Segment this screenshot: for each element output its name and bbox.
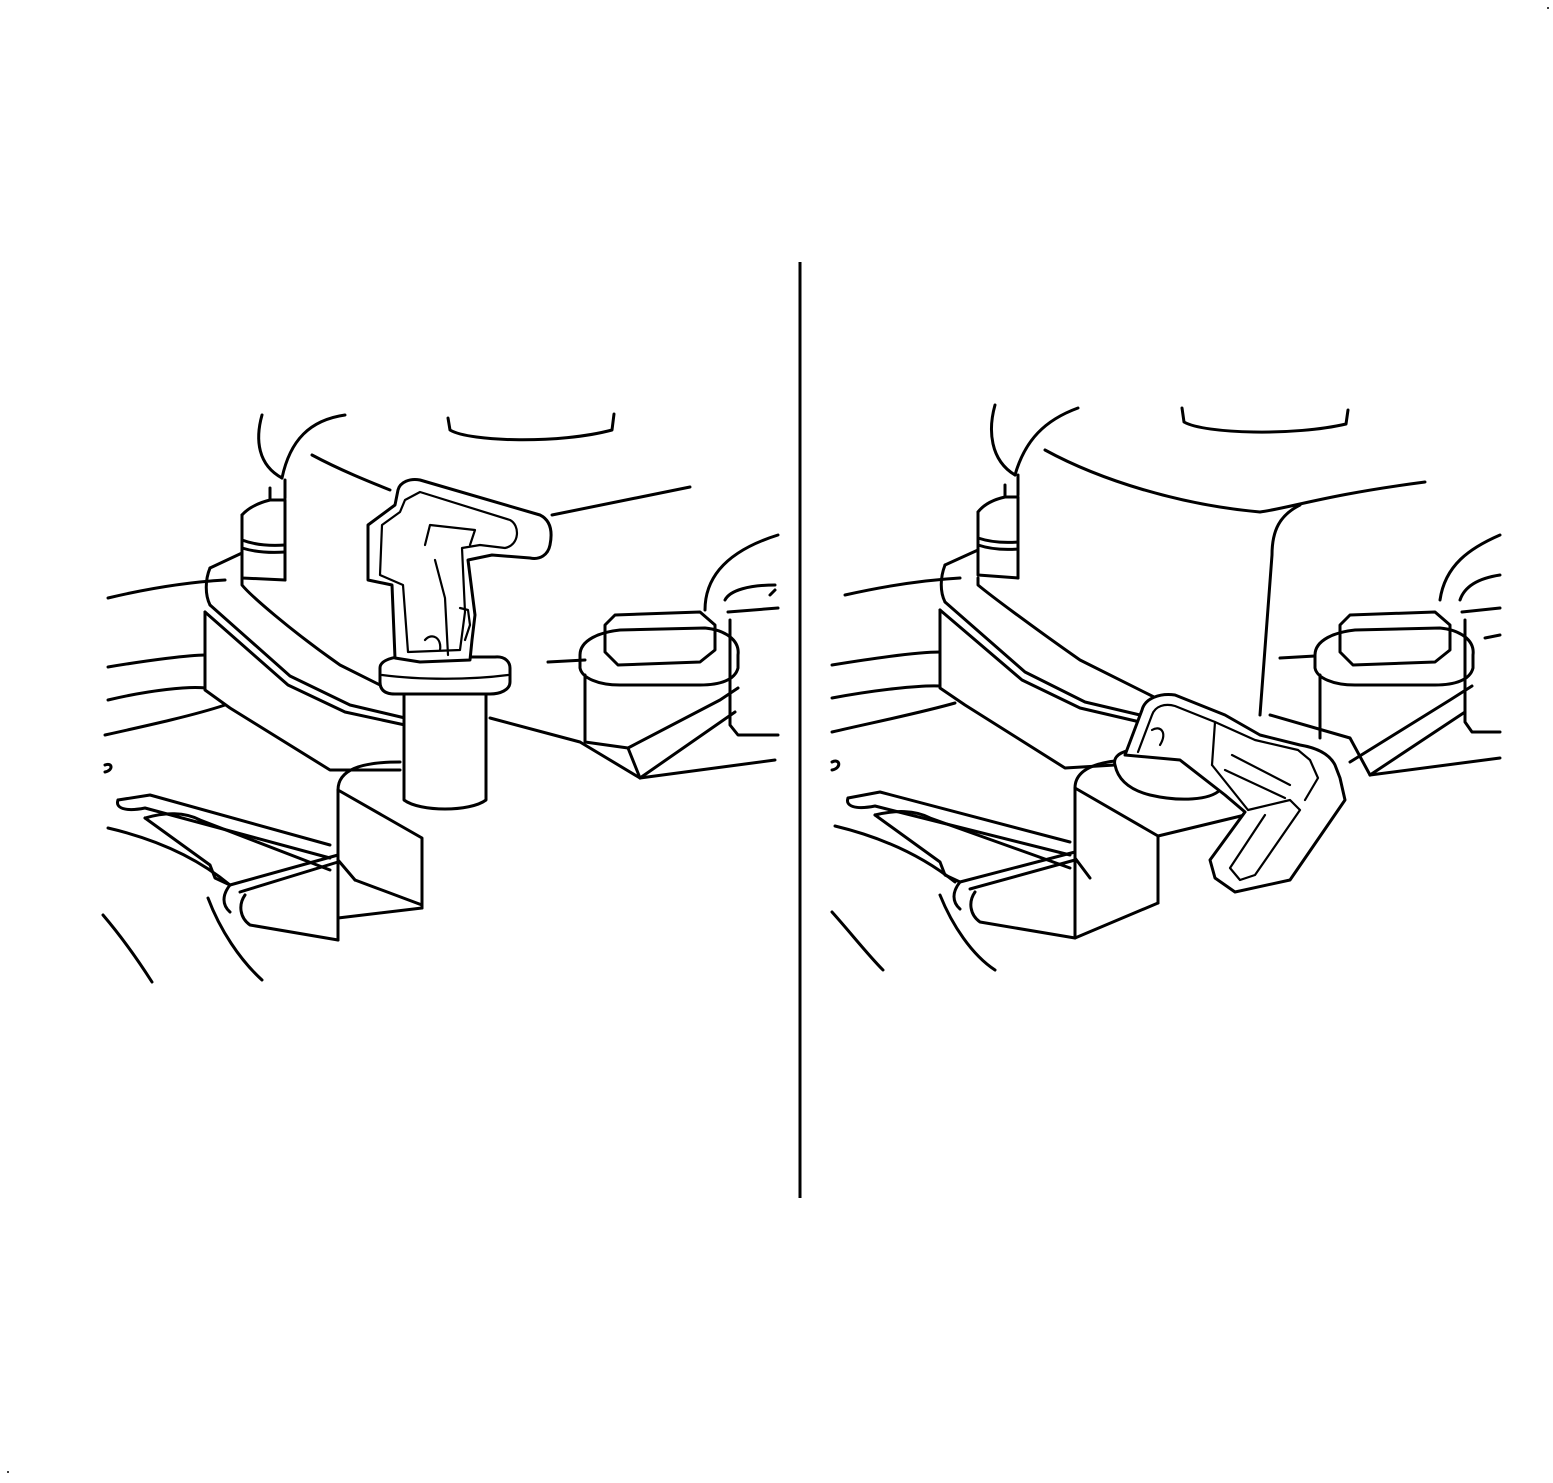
flange-body-left [203, 551, 407, 772]
housing-cap-right [990, 403, 1502, 717]
left-panel-clip-raised [101, 412, 780, 984]
flange-body-right [938, 548, 1162, 770]
right-panel-clip-lowered [830, 403, 1502, 972]
lower-slot-right [830, 790, 1077, 972]
base-plate-left [103, 578, 227, 774]
lower-slot-left [101, 793, 340, 984]
side-post-left [703, 533, 780, 737]
retaining-clip-right [1123, 693, 1347, 894]
hex-bolt-right [1268, 610, 1502, 777]
sensor-shaft-left [378, 655, 512, 811]
corner-speck-top [1547, 7, 1549, 9]
retaining-clip-left [366, 478, 553, 664]
corner-speck-bottom [7, 1471, 9, 1473]
housing-cap-left [257, 412, 692, 517]
hex-bolt-left [488, 610, 777, 780]
base-plate-right [830, 576, 962, 772]
post-right [976, 473, 1020, 580]
mount-block-left [336, 760, 424, 942]
post-left [240, 478, 287, 582]
side-post-right [1458, 573, 1502, 734]
